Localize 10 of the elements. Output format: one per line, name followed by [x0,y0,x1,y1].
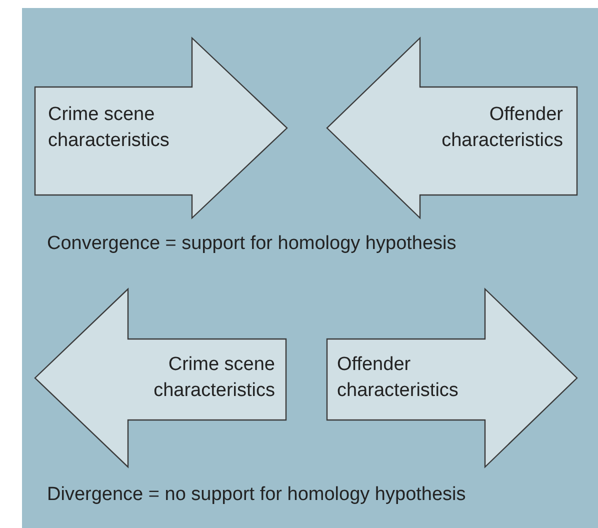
block-arrow [35,289,286,467]
arrow-label: Offender characteristics [337,353,460,403]
caption-text: Divergence = no support for homology hypothesis [47,484,466,506]
block-arrow [327,38,577,218]
block-arrow [327,289,577,467]
arrow-label: Crime scene characteristics [152,353,275,403]
arrow-label: Offender characteristics [440,103,563,153]
arrow-label: Crime scene characteristics [48,103,170,153]
caption-text: Convergence = support for homology hypothesis [47,233,456,255]
block-arrow [35,38,287,218]
